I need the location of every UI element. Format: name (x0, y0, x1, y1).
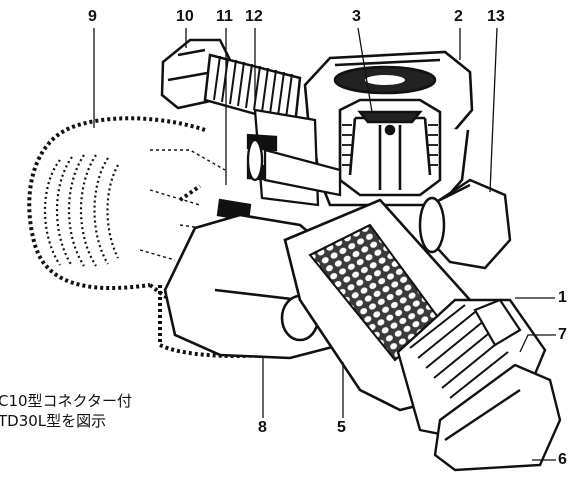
callout-9: 9 (88, 8, 97, 25)
callout-13: 13 (487, 8, 505, 25)
callout-7: 7 (558, 326, 567, 343)
leader-lines (93, 27, 556, 461)
callout-5: 5 (337, 419, 346, 436)
cover-screw-10 (160, 38, 302, 127)
blowdown-plug-13 (418, 178, 512, 270)
callout-8: 8 (258, 419, 267, 436)
callout-10: 10 (176, 8, 194, 25)
callout-12: 12 (245, 8, 263, 25)
figure-caption: C10型コネクター付 TD30L型を図示 (0, 391, 132, 431)
callout-2: 2 (454, 8, 463, 25)
connector-thread (44, 154, 119, 267)
caption-line-1: C10型コネクター付 (0, 392, 132, 410)
trap-body (303, 50, 474, 207)
callout-6: 6 (558, 451, 567, 468)
passage-gasket (216, 108, 342, 222)
callout-11: 11 (216, 8, 233, 25)
callout-3: 3 (352, 8, 361, 25)
caption-line-2: TD30L型を図示 (0, 412, 107, 430)
cap-gasket-7 (473, 298, 522, 347)
callout-1: 1 (558, 289, 567, 306)
